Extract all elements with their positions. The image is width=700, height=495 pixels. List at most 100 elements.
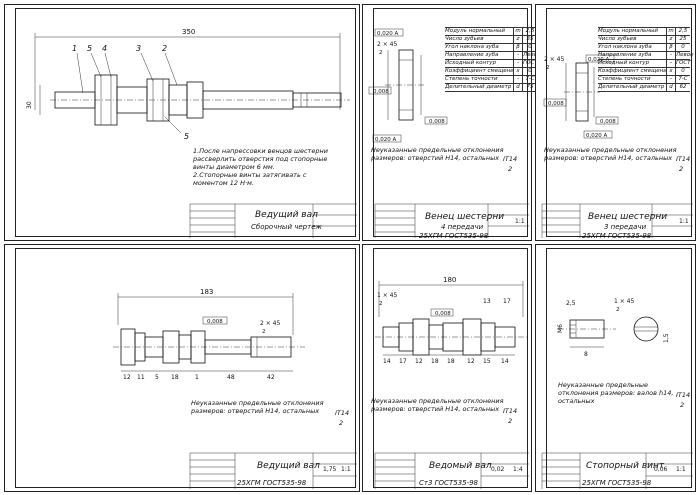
material-standard: 25ХГМ ГОСТ535-98 bbox=[582, 479, 652, 487]
tolerance-note-frac-sub: 2 bbox=[508, 165, 513, 173]
drawing-sheet-assembly: 350 30 1 5 4 3 2 5 bbox=[4, 4, 360, 241]
scale-value: 1:4 bbox=[513, 466, 523, 473]
drive-shaft-drawing: 183 0,008 2 × 45 2 12 11 5 18 1 48 42 bbox=[113, 288, 357, 489]
tolerance-note-frac: IT14 bbox=[335, 409, 350, 417]
dimension-180: 180 bbox=[443, 276, 456, 284]
dim-bottom-4: 18 bbox=[431, 358, 439, 365]
dim-bottom-2: 11 bbox=[137, 374, 145, 381]
drawing-subtitle: 3 передачи bbox=[604, 223, 647, 231]
dim-2-5: 2,5 bbox=[566, 300, 576, 307]
position-5: 5 bbox=[87, 44, 92, 53]
position-1: 1 bbox=[72, 44, 77, 53]
material-standard: Ст3 ГОСТ535-98 bbox=[419, 479, 479, 487]
scale-value: 1:1 bbox=[341, 466, 351, 473]
dim-bottom-6: 48 bbox=[227, 374, 235, 381]
dim-bottom-5: 18 bbox=[447, 358, 455, 365]
dim-8: 8 bbox=[584, 351, 588, 358]
dimension-183: 183 bbox=[200, 288, 213, 296]
drawing-sheet-driven-shaft: 180 1 × 45 2 0,008 13 17 14 17 12 18 18 … bbox=[362, 244, 532, 492]
sheet-frame bbox=[373, 248, 528, 488]
tolerance-left: 0,008 bbox=[373, 89, 389, 95]
dim-bottom-6: 12 bbox=[467, 358, 475, 365]
sheet-frame bbox=[546, 8, 692, 237]
tolerance-top: 0,020 A bbox=[377, 31, 398, 37]
position-5b: 5 bbox=[184, 132, 189, 141]
drawing-title: Стопорный винт bbox=[586, 461, 665, 471]
drawing-title: Ведущий вал bbox=[255, 210, 318, 220]
mass-value: 0,06 bbox=[654, 466, 668, 473]
sheet-frame bbox=[373, 8, 528, 237]
tolerance-note-frac-sub: 2 bbox=[508, 417, 513, 425]
dim-1-5: 1,5 bbox=[663, 333, 670, 343]
tolerance-note-frac-sub: 2 bbox=[680, 401, 685, 409]
position-3: 3 bbox=[136, 44, 141, 53]
dim-bottom-3: 5 bbox=[155, 374, 159, 381]
dim-bottom-4: 18 bbox=[171, 374, 179, 381]
dim-bottom-2: 17 bbox=[399, 358, 407, 365]
dim-right-1: 13 bbox=[483, 298, 491, 305]
assembly-drawing: 350 30 1 5 4 3 2 5 bbox=[26, 28, 357, 238]
tolerance-note: Неуказанные предельные отклонения размер… bbox=[191, 399, 324, 415]
tolerance-note: Неуказанные предельные отклонения размер… bbox=[544, 146, 677, 162]
tolerance-note-frac: IT14 bbox=[503, 407, 518, 415]
chamfer: 2 × 45 bbox=[544, 56, 564, 63]
tolerance-note: Неуказанные предельные отклонения размер… bbox=[371, 146, 504, 162]
dimension-side: 30 bbox=[26, 101, 33, 109]
chamfer: 1 × 45 bbox=[614, 298, 634, 305]
sheet-frame bbox=[546, 248, 692, 488]
tolerance: 0,008 bbox=[207, 319, 223, 325]
mass-value: 0,02 bbox=[491, 466, 505, 473]
dim-m6: M6 bbox=[557, 324, 564, 333]
position-2: 2 bbox=[162, 44, 167, 53]
drawing-title: Ведущий вал bbox=[257, 461, 320, 471]
tolerance-left: 0,008 bbox=[548, 101, 564, 107]
sheet-frame bbox=[15, 8, 356, 237]
chamfer-sub: 2 bbox=[379, 50, 383, 56]
drawing-subtitle: 4 передачи bbox=[441, 223, 484, 231]
tolerance-note-frac: IT14 bbox=[503, 155, 518, 163]
tolerance-right: 0,008 bbox=[600, 119, 616, 125]
drawing-sheet-drive-shaft: 183 0,008 2 × 45 2 12 11 5 18 1 48 42 Не… bbox=[4, 244, 360, 492]
chamfer: 2 × 45 bbox=[260, 320, 280, 327]
tolerance-note: Неуказанные предельные отклонения размер… bbox=[558, 381, 674, 405]
chamfer: 1 × 45 bbox=[377, 292, 397, 299]
tolerance: 0,008 bbox=[435, 311, 451, 317]
drawing-subtitle: Сборочный чертеж bbox=[251, 223, 322, 231]
scale-value: 1:1 bbox=[679, 218, 689, 225]
tolerance-top: 0,020 A bbox=[588, 57, 609, 63]
drawing-sheet-gear-3: 0,020 A 2 × 45 2 0,008 0,008 0,020 A Мод… bbox=[535, 4, 696, 241]
locking-screw-drawing: 1 × 45 2 2,5 M6 8 1,5 bbox=[541, 298, 693, 489]
dim-bottom-7: 15 bbox=[483, 358, 491, 365]
tolerance-bottom: 0,020 A bbox=[586, 133, 607, 139]
tolerance-note-frac-sub: 2 bbox=[339, 419, 344, 427]
dim-bottom-5: 1 bbox=[195, 374, 199, 381]
tolerance-note-frac: IT14 bbox=[676, 155, 691, 163]
scale-value: 1:1 bbox=[676, 466, 686, 473]
dim-bottom-7: 42 bbox=[267, 374, 275, 381]
sheet-frame bbox=[15, 248, 356, 488]
assembly-note-1: 1.После напрессовки венцов шестерни расс… bbox=[193, 147, 328, 171]
gear-3-drawing: 0,020 A 2 × 45 2 0,008 0,008 0,020 A bbox=[541, 54, 693, 238]
drawing-title: Ведомый вал bbox=[429, 461, 492, 471]
chamfer: 2 × 45 bbox=[377, 41, 397, 48]
tolerance-note-frac-sub: 2 bbox=[679, 165, 684, 173]
chamfer-sub: 2 bbox=[616, 307, 620, 313]
tolerance-right: 0,008 bbox=[429, 119, 445, 125]
driven-shaft-drawing: 180 1 × 45 2 0,008 13 17 14 17 12 18 18 … bbox=[374, 276, 529, 489]
dim-bottom-1: 12 bbox=[123, 374, 131, 381]
chamfer-sub: 2 bbox=[262, 329, 266, 335]
dim-bottom-8: 14 bbox=[501, 358, 509, 365]
material-standard: 25ХГМ ГОСТ535-98 bbox=[419, 232, 489, 240]
mass-value: 1,75 bbox=[323, 466, 337, 473]
drawing-title: Венец шестерни bbox=[425, 212, 505, 222]
chamfer-sub: 2 bbox=[546, 65, 550, 71]
material-standard: 25ХГМ ГОСТ535-98 bbox=[237, 479, 307, 487]
tolerance-note: Неуказанные предельные отклонения размер… bbox=[371, 397, 504, 413]
dim-right-2: 17 bbox=[503, 298, 511, 305]
position-4: 4 bbox=[102, 44, 107, 53]
assembly-note-2: 2.Стопорные винты затягивать с моментом … bbox=[193, 171, 307, 187]
tolerance-bottom: 0,020 A bbox=[375, 137, 396, 143]
scale-value: 1:1 bbox=[515, 218, 525, 225]
